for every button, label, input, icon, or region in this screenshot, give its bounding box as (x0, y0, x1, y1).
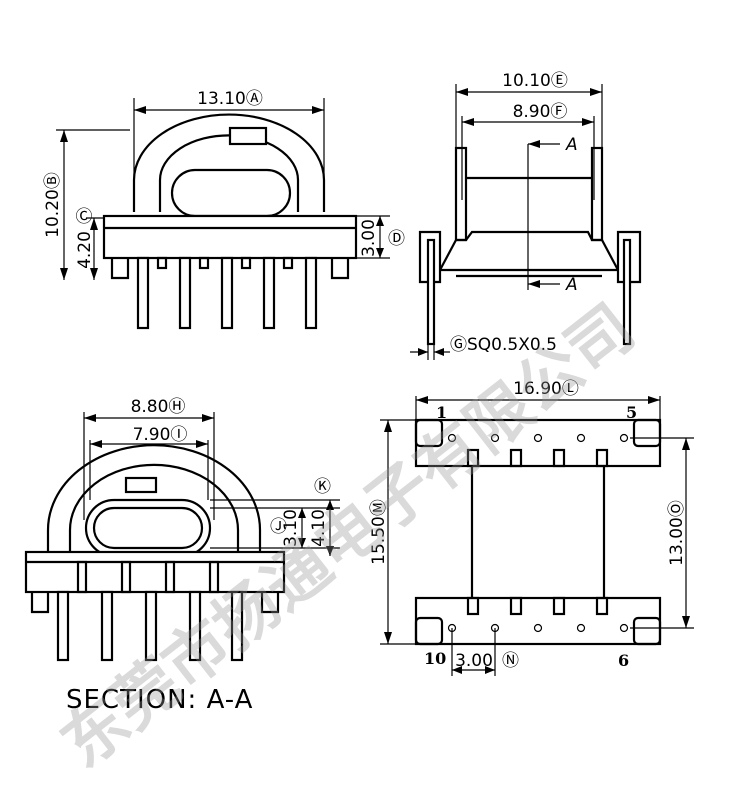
section-mark-bottom: A (565, 275, 578, 295)
dim-a-label: 13.10Ⓐ (197, 89, 263, 109)
dim-j-label: Ⓙ (270, 517, 287, 537)
dim-j-value: 3.10 (281, 509, 301, 547)
dim-o-label: 13.00Ⓞ (667, 500, 687, 566)
section-mark-top: A (565, 135, 578, 155)
pin-1-label: 1 (436, 403, 447, 422)
pin-5-label: 5 (626, 403, 637, 422)
dim-n-label: Ⓝ (502, 651, 519, 671)
pin-10-label: 10 (424, 649, 446, 668)
dim-k-value: 4.10 (309, 509, 329, 547)
bottom-view: 16.90Ⓛ 1 5 15.50Ⓜ (369, 379, 694, 676)
dim-k-label: Ⓚ (314, 477, 331, 497)
front-view: 13.10Ⓐ 10.20Ⓑ Ⓒ 4.20 (43, 89, 405, 330)
pin-6-label: 6 (618, 651, 629, 670)
dim-c-value: 4.20 (75, 231, 95, 269)
section-view: 8.80Ⓗ 7.90Ⓘ (24, 397, 340, 715)
company-watermark: 东莞市扬通电子有限公司 (48, 291, 648, 783)
dim-l-label: 16.90Ⓛ (513, 379, 579, 399)
dim-m-label: 15.50Ⓜ (369, 499, 389, 565)
dim-f-label: 8.90Ⓕ (513, 102, 568, 122)
dim-h-label: 8.80Ⓗ (131, 397, 186, 417)
dim-i-label: 7.90Ⓘ (133, 425, 188, 445)
dim-b-label: 10.20Ⓑ (43, 172, 63, 238)
section-label: SECTION: A-A (66, 685, 253, 715)
dim-c-label: Ⓒ (76, 207, 93, 227)
dim-e-label: 10.10Ⓔ (502, 71, 568, 91)
dim-d-value: 3.00 (359, 219, 379, 257)
dim-g-label: ⒼSQ0.5X0.5 (450, 335, 557, 355)
dim-d-label: Ⓓ (388, 229, 405, 249)
side-view: 10.10Ⓔ 8.90Ⓕ A A ⒼSQ0.5X0. (410, 71, 642, 360)
dim-n-value: 3.00 (455, 651, 493, 671)
